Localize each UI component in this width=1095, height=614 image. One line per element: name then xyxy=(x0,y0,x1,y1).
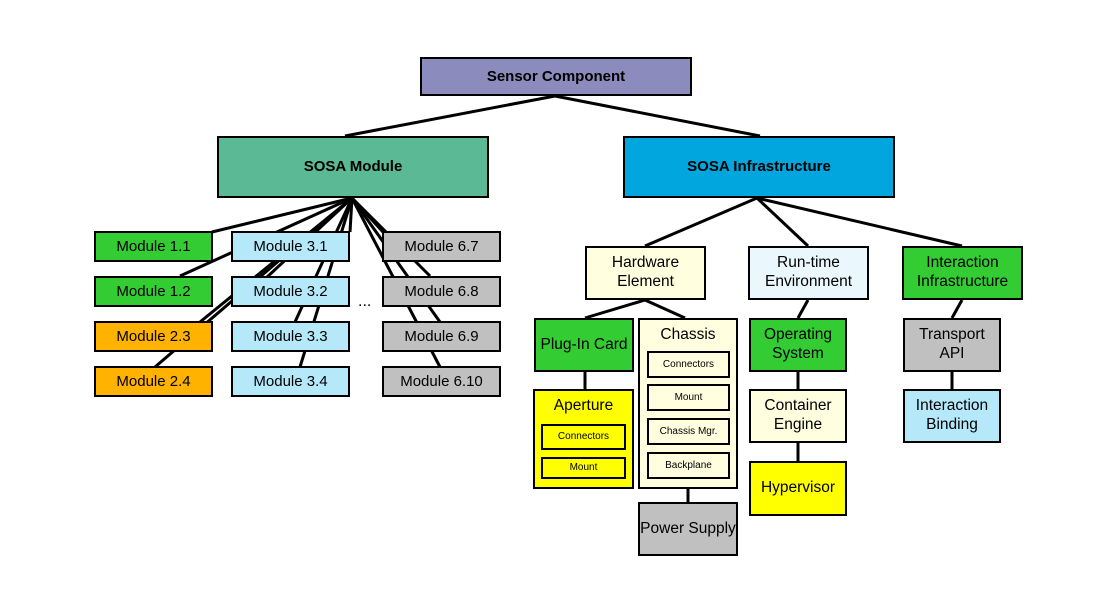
module-node: Module 6.10 xyxy=(382,366,501,397)
container-engine-label: Container Engine xyxy=(764,397,832,433)
transport-api-node: Transport API xyxy=(903,318,1001,372)
module-label: Module 6.7 xyxy=(404,237,479,255)
item-label: Chassis Mgr. xyxy=(659,425,718,437)
item-label: Connectors xyxy=(557,431,610,442)
chassis-backplane-item: Backplane xyxy=(647,452,730,479)
hypervisor-label: Hypervisor xyxy=(760,479,836,497)
interaction-binding-node: Interaction Binding xyxy=(903,389,1001,443)
sosa-module-node: SOSA Module xyxy=(217,136,489,198)
transport-api-label: Transport API xyxy=(919,326,985,362)
module-label: Module 3.2 xyxy=(253,282,328,300)
module-label: Module 6.8 xyxy=(404,282,479,300)
operating-system-label: Operating System xyxy=(763,326,833,362)
hardware-element-node: Hardware Element xyxy=(585,246,706,300)
hardware-element-label: Hardware Element xyxy=(611,254,680,290)
plug-in-card-node: Plug-In Card xyxy=(534,318,634,372)
module-label: Module 3.3 xyxy=(253,327,328,345)
item-label: Connectors xyxy=(662,358,715,370)
module-label: Module 3.1 xyxy=(253,237,328,255)
module-node: Module 3.2 xyxy=(231,276,350,307)
module-label: Module 2.4 xyxy=(116,372,191,390)
runtime-environment-label: Run-time Environment xyxy=(764,254,852,290)
sensor-component-label: Sensor Component xyxy=(486,67,626,85)
chassis-connectors-item: Connectors xyxy=(647,351,730,378)
interaction-infrastructure-label: Interaction Infrastructure xyxy=(916,254,1009,290)
module-node: Module 3.3 xyxy=(231,321,350,352)
module-label: Module 1.2 xyxy=(116,282,191,300)
module-label: Module 1.1 xyxy=(116,237,191,255)
hypervisor-node: Hypervisor xyxy=(749,461,847,516)
interaction-infrastructure-node: Interaction Infrastructure xyxy=(902,246,1023,300)
chassis-label: Chassis xyxy=(660,326,716,343)
aperture-mount-item: Mount xyxy=(541,457,626,479)
module-node: Module 2.3 xyxy=(94,321,213,352)
ellipsis: ... xyxy=(358,293,372,310)
sosa-infrastructure-label: SOSA Infrastructure xyxy=(687,158,831,175)
sensor-component-node: Sensor Component xyxy=(420,57,692,96)
item-label: Mount xyxy=(569,462,598,473)
module-node: Module 6.8 xyxy=(382,276,501,307)
container-engine-node: Container Engine xyxy=(749,389,847,443)
runtime-environment-node: Run-time Environment xyxy=(748,246,869,300)
module-label: Module 2.3 xyxy=(116,327,191,345)
plug-in-card-label: Plug-In Card xyxy=(540,335,628,353)
operating-system-node: Operating System xyxy=(749,318,847,372)
module-label: Module 6.9 xyxy=(404,327,479,345)
item-label: Mount xyxy=(674,391,703,403)
aperture-label: Aperture xyxy=(553,397,614,414)
module-label: Module 3.4 xyxy=(253,372,328,390)
module-node: Module 1.2 xyxy=(94,276,213,307)
sosa-infrastructure-node: SOSA Infrastructure xyxy=(623,136,895,198)
module-label: Module 6.10 xyxy=(400,372,483,390)
module-node: Module 1.1 xyxy=(94,231,213,262)
sosa-module-label: SOSA Module xyxy=(303,158,403,175)
interaction-binding-label: Interaction Binding xyxy=(915,397,989,433)
module-node: Module 3.1 xyxy=(231,231,350,262)
power-supply-label: Power Supply xyxy=(640,519,736,537)
chassis-mount-item: Mount xyxy=(647,384,730,411)
power-supply-node: Power Supply xyxy=(638,502,738,556)
module-node: Module 2.4 xyxy=(94,366,213,397)
module-node: Module 6.7 xyxy=(382,231,501,262)
module-node: Module 3.4 xyxy=(231,366,350,397)
aperture-connectors-item: Connectors xyxy=(541,424,626,450)
item-label: Backplane xyxy=(665,459,712,471)
module-node: Module 6.9 xyxy=(382,321,501,352)
chassis-manager-item: Chassis Mgr. xyxy=(647,418,730,445)
